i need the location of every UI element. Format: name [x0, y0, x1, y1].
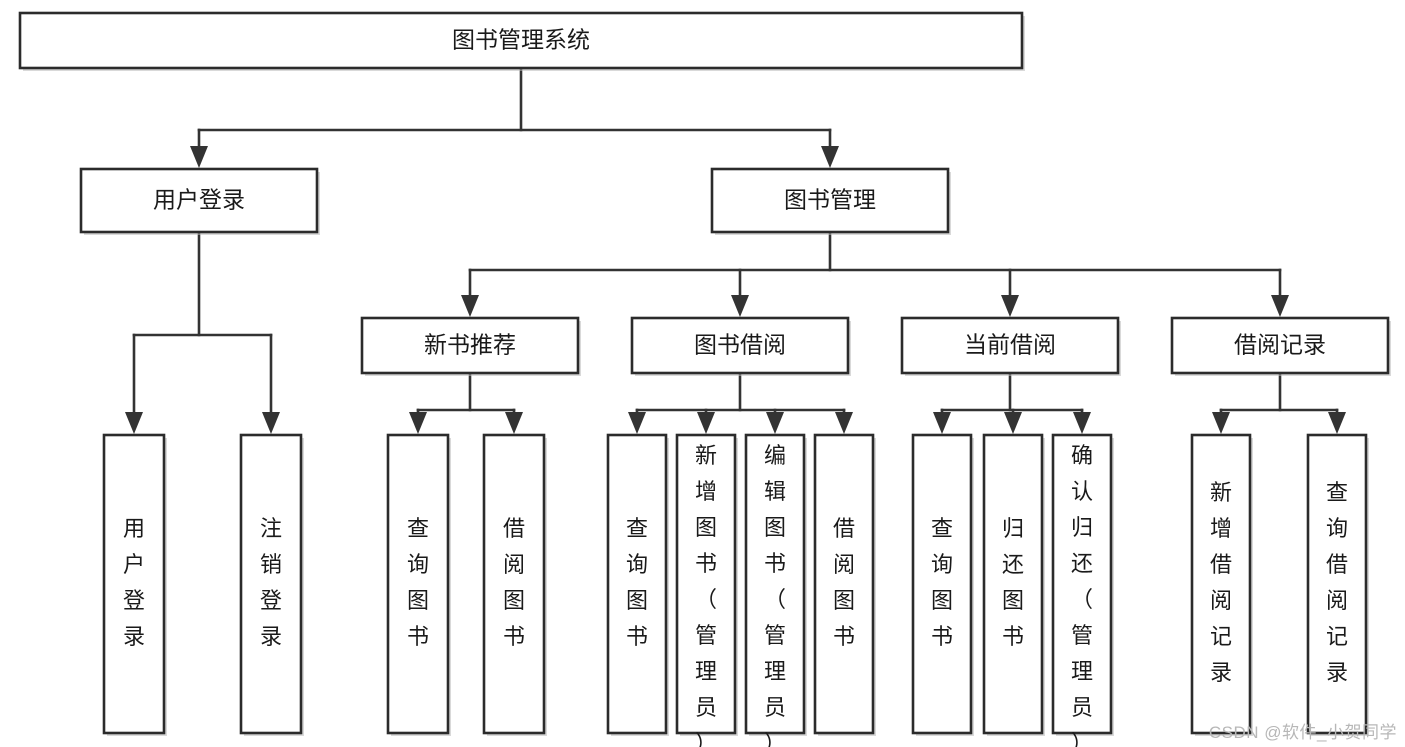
- node-box[interactable]: [102, 433, 166, 735]
- node-box[interactable]: [710, 167, 950, 234]
- arrow-head-icon: [125, 412, 143, 434]
- node-box[interactable]: [482, 433, 546, 735]
- arrow-head-icon: [821, 146, 839, 168]
- node-borrow-book-2[interactable]: 借阅图书: [813, 433, 876, 736]
- arrow-head-icon: [505, 412, 523, 434]
- node-query-borrow-record[interactable]: 查询借阅记录: [1306, 433, 1369, 736]
- arrow-head-icon: [1073, 412, 1091, 434]
- node-user-login[interactable]: 用户登录: [79, 167, 320, 235]
- node-label: 归还图书: [1002, 516, 1024, 649]
- node-query-book-2[interactable]: 查询图书: [606, 433, 669, 736]
- node-label: 借阅图书: [503, 516, 525, 649]
- node-label: 借阅图书: [833, 516, 855, 649]
- node-box[interactable]: [239, 433, 303, 735]
- node-user-logout[interactable]: 注销登录: [239, 433, 304, 736]
- arrow-head-icon: [697, 412, 715, 434]
- node-return-book[interactable]: 归还图书: [982, 433, 1045, 736]
- node-box[interactable]: [18, 11, 1024, 70]
- node-box[interactable]: [744, 433, 806, 735]
- node-box[interactable]: [813, 433, 875, 735]
- node-label: 查询图书: [931, 516, 953, 649]
- node-label: 当前借阅: [964, 332, 1056, 358]
- node-label: 新书推荐: [424, 332, 516, 358]
- node-box[interactable]: [911, 433, 973, 735]
- node-borrow-record[interactable]: 借阅记录: [1170, 316, 1391, 376]
- arrow-head-icon: [1271, 295, 1289, 317]
- node-add-book-admin[interactable]: 新增图书（管理员）: [675, 433, 738, 747]
- node-book-management[interactable]: 图书管理: [710, 167, 951, 235]
- arrow-head-icon: [1001, 295, 1019, 317]
- node-add-borrow-record[interactable]: 新增借阅记录: [1190, 433, 1253, 736]
- node-label: 新增借阅记录: [1210, 480, 1232, 685]
- node-box[interactable]: [606, 433, 668, 735]
- node-borrow-book-1[interactable]: 借阅图书: [482, 433, 547, 736]
- arrow-head-icon: [1004, 412, 1022, 434]
- node-confirm-return-admin[interactable]: 确认归还（管理员）: [1051, 433, 1114, 747]
- node-current-borrow[interactable]: 当前借阅: [900, 316, 1121, 376]
- node-label: 查询图书: [626, 516, 648, 649]
- arrow-head-icon: [262, 412, 280, 434]
- node-book-borrow[interactable]: 图书借阅: [630, 316, 851, 376]
- arrow-head-icon: [766, 412, 784, 434]
- node-label: 编辑图书（管理员）: [764, 443, 786, 747]
- node-box[interactable]: [1306, 433, 1368, 735]
- node-box[interactable]: [360, 316, 580, 375]
- csdn-watermark: CSDN @软件_小贺同学: [1208, 723, 1397, 742]
- node-box[interactable]: [79, 167, 319, 234]
- arrow-head-icon: [190, 146, 208, 168]
- node-query-book-1[interactable]: 查询图书: [386, 433, 451, 736]
- arrow-head-icon: [461, 295, 479, 317]
- node-label: 用户登录: [123, 516, 145, 649]
- node-edit-book-admin[interactable]: 编辑图书（管理员）: [744, 433, 807, 747]
- node-label: 用户登录: [153, 187, 245, 213]
- node-box[interactable]: [675, 433, 737, 735]
- node-box[interactable]: [900, 316, 1120, 375]
- node-box[interactable]: [386, 433, 450, 735]
- node-label: 图书管理系统: [452, 27, 590, 53]
- arrow-head-icon: [731, 295, 749, 317]
- arrow-head-icon: [835, 412, 853, 434]
- nodes-layer: 图书管理系统用户登录图书管理用户登录注销登录新书推荐查询图书借阅图书图书借阅查询…: [18, 11, 1391, 747]
- node-box[interactable]: [1170, 316, 1390, 375]
- node-label: 查询借阅记录: [1326, 480, 1348, 685]
- node-label: 借阅记录: [1234, 332, 1326, 358]
- node-box[interactable]: [982, 433, 1044, 735]
- node-query-book-3[interactable]: 查询图书: [911, 433, 974, 736]
- node-new-book-recommend[interactable]: 新书推荐: [360, 316, 581, 376]
- node-label: 注销登录: [260, 516, 282, 649]
- arrow-head-icon: [1328, 412, 1346, 434]
- arrow-head-icon: [933, 412, 951, 434]
- arrow-head-icon: [409, 412, 427, 434]
- node-label: 新增图书（管理员）: [695, 443, 717, 747]
- node-root[interactable]: 图书管理系统: [18, 11, 1025, 71]
- node-label: 查询图书: [407, 516, 429, 649]
- node-label: 确认归还（管理员）: [1071, 443, 1093, 747]
- node-box[interactable]: [1190, 433, 1252, 735]
- node-label: 图书借阅: [694, 332, 786, 358]
- node-label: 图书管理: [784, 187, 876, 213]
- node-box[interactable]: [1051, 433, 1113, 735]
- arrow-head-icon: [628, 412, 646, 434]
- node-user-login-do[interactable]: 用户登录: [102, 433, 167, 736]
- arrow-head-icon: [1212, 412, 1230, 434]
- connectors-layer: [125, 66, 1346, 434]
- node-box[interactable]: [630, 316, 850, 375]
